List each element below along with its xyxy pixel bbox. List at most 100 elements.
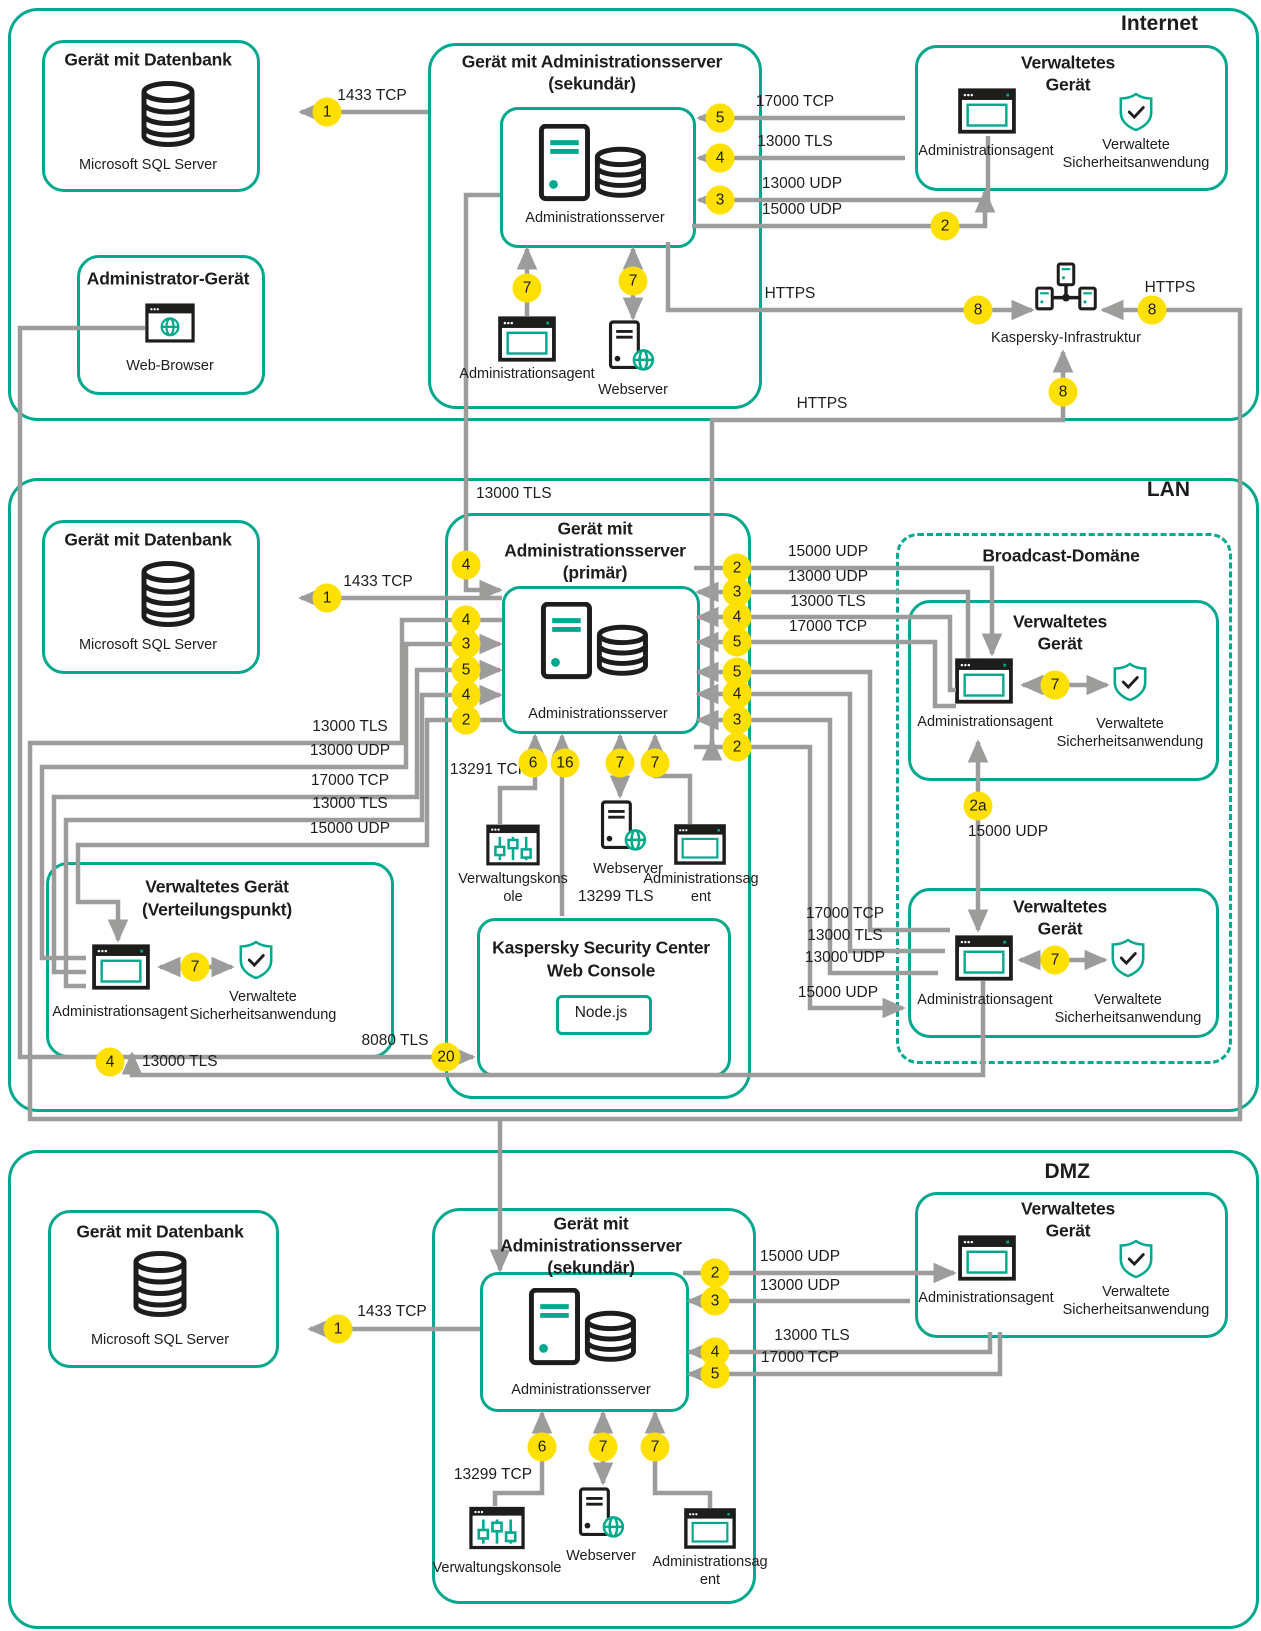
primary-title-1: Gerät mit [557, 518, 633, 539]
shield-check-icon [1118, 92, 1154, 132]
primary-title-2: Administrationsserver [504, 540, 686, 561]
db-box-internet [42, 40, 260, 192]
port-label: 13000 TLS [790, 593, 866, 610]
security-app-label-1: Verwaltete [1102, 1284, 1170, 1300]
admin-agent-label: Administrationsagent [459, 366, 595, 382]
badge-6: 6 [518, 748, 548, 778]
webserver-label: Webserver [566, 1548, 636, 1564]
admin-agent-icon [958, 1235, 1016, 1281]
badge-3: 3 [700, 1286, 730, 1316]
badge-4: 4 [722, 679, 752, 709]
port-label: 17000 TCP [755, 93, 835, 110]
badge-1: 1 [323, 1314, 353, 1344]
sql-server-label: Microsoft SQL Server [78, 637, 218, 653]
badge-2a: 2a [963, 791, 993, 821]
port-label: HTTPS [1144, 279, 1196, 296]
badge-5: 5 [722, 627, 752, 657]
admin-server-label: Administrationsserver [525, 210, 665, 226]
web-console-title-1: Kaspersky Security Center [492, 937, 710, 958]
badge-2: 2 [700, 1258, 730, 1288]
badge-16: 16 [550, 748, 580, 778]
security-app-label-1: Verwaltete [1096, 716, 1164, 732]
port-label: 1433 TCP [357, 1303, 427, 1320]
admin-server-icon [540, 602, 650, 681]
port-label: 1433 TCP [343, 573, 413, 590]
badge-1: 1 [312, 583, 342, 613]
badge-8: 8 [1137, 295, 1167, 325]
dmz-title-3: (sekundär) [547, 1257, 635, 1278]
admin-agent-label: Administrationsagent [918, 1290, 1054, 1306]
web-console-title-2: Web Console [546, 960, 656, 981]
badge-7: 7 [1040, 670, 1070, 700]
managed-dmz-title-2: Gerät [1045, 1220, 1091, 1241]
admin-agent-label: Administrationsagent [918, 143, 1054, 159]
badge-4: 4 [705, 143, 735, 173]
zone-label-lan: LAN [1146, 478, 1190, 501]
badge-7: 7 [588, 1432, 618, 1462]
port-label: 15000 UDP [797, 984, 879, 1001]
admin-server-icon [528, 1288, 638, 1367]
badge-1: 1 [312, 97, 342, 127]
badge-5: 5 [705, 103, 735, 133]
admin-agent-icon [958, 88, 1016, 134]
webserver-label: Webserver [598, 382, 668, 398]
badge-3: 3 [722, 705, 752, 735]
managed-lower-title-1: Verwaltetes [1012, 896, 1108, 917]
security-app-label-1: Verwaltete [1094, 992, 1162, 1008]
badge-20: 20 [431, 1042, 461, 1072]
admin-agent-icon [955, 658, 1013, 704]
secondary-internet-title-2: (sekundär) [548, 73, 636, 94]
port-label: 13291 TCP [449, 761, 529, 778]
badge-7: 7 [1040, 945, 1070, 975]
badge-7: 7 [512, 273, 542, 303]
badge-4: 4 [451, 550, 481, 580]
badge-2: 2 [451, 705, 481, 735]
port-label: 1433 TCP [337, 87, 407, 104]
badge-7: 7 [618, 266, 648, 296]
port-label: 15000 UDP [967, 823, 1049, 840]
admin-server-label: Administrationsserver [528, 706, 668, 722]
web-browser-label: Web-Browser [126, 358, 214, 374]
port-label: 13000 TLS [312, 718, 388, 735]
port-label: 13000 UDP [761, 175, 843, 192]
admin-server-box-dmz [480, 1272, 689, 1412]
management-console-label: Verwaltungskonsole [432, 1560, 562, 1576]
management-console-label-2: ole [503, 889, 523, 905]
badge-7: 7 [640, 748, 670, 778]
webserver-icon [578, 1485, 626, 1541]
admin-agent-label: Administrationsagent [917, 992, 1053, 1008]
admin-agent-label-1: Administrationsag [643, 871, 759, 887]
security-app-label-2: Sicherheitsanwendung [1054, 1010, 1202, 1026]
kaspersky-infrastructure-label: Kaspersky-Infrastruktur [991, 330, 1141, 346]
port-label: 15000 UDP [787, 543, 869, 560]
port-label: 13000 TLS [476, 485, 552, 502]
badge-2: 2 [722, 732, 752, 762]
sql-server-label: Microsoft SQL Server [78, 157, 218, 173]
badge-8: 8 [963, 295, 993, 325]
admin-server-icon [538, 124, 648, 203]
security-app-label-2: Sicherheitsanwendung [1056, 734, 1204, 750]
dmz-title-2: Administrationsserver [500, 1235, 682, 1256]
shield-check-icon [1118, 1239, 1154, 1279]
badge-4: 4 [95, 1047, 125, 1077]
port-label: 17000 TCP [760, 1349, 840, 1366]
badge-6: 6 [527, 1432, 557, 1462]
secondary-internet-title-1: Gerät mit Administrationsserver [461, 51, 723, 72]
port-label: HTTPS [796, 395, 848, 412]
broadcast-domain-title: Broadcast-Domäne [982, 545, 1140, 566]
badge-3: 3 [451, 629, 481, 659]
port-label: 13299 TLS [578, 888, 654, 905]
zone-dmz [8, 1150, 1259, 1629]
zone-label-dmz: DMZ [1044, 1160, 1091, 1183]
primary-title-3: (primär) [562, 562, 628, 583]
port-label: 13000 UDP [309, 742, 391, 759]
admin-agent-label: Administrationsagent [52, 1004, 188, 1020]
distribution-point-title-1: Verwaltetes Gerät [145, 876, 289, 897]
port-label: 15000 UDP [759, 1248, 841, 1265]
sql-server-label: Microsoft SQL Server [90, 1332, 230, 1348]
shield-check-icon [1112, 662, 1148, 702]
shield-check-icon [238, 940, 274, 980]
port-label: 13000 UDP [804, 949, 886, 966]
webserver-icon [600, 798, 648, 854]
